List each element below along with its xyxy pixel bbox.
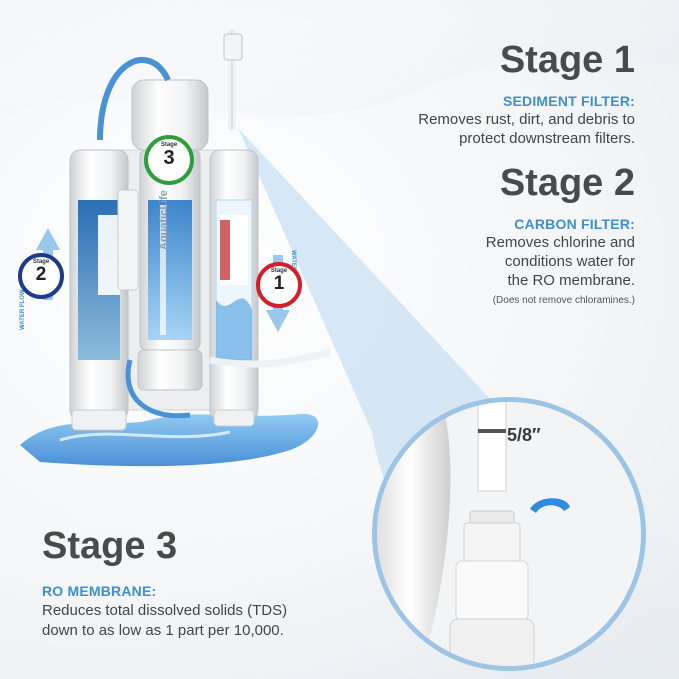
stage2-badge: Stage 2 xyxy=(18,253,64,299)
stage1-description-line2: protect downstream filters. xyxy=(459,130,635,147)
stage3-description-line1: Reduces total dissolved solids (TDS) xyxy=(42,602,288,619)
stage3-badge: Stage 3 xyxy=(144,135,194,185)
tube-size-label: 5/8″ xyxy=(507,425,541,445)
stage1-badge: Stage 1 xyxy=(256,262,302,308)
fitting-inset xyxy=(372,397,646,671)
brand-label: AquaticLife xyxy=(158,190,170,250)
stage2-description-line2: conditions water for xyxy=(504,253,635,270)
stage3-subtitle: RO MEMBRANE: xyxy=(42,583,157,599)
stage3-description-line2: down to as low as 1 part per 10,000. xyxy=(42,622,284,639)
stage2-subtitle: CARBON FILTER: xyxy=(514,216,635,232)
stage2-title: Stage 2 xyxy=(499,162,635,204)
stage1-subtitle: SEDIMENT FILTER: xyxy=(502,93,635,109)
stage3-badge-number: 3 xyxy=(163,147,175,169)
stage2-note: (Does not remove chloramines.) xyxy=(492,295,635,306)
stage2-description-line1: Removes chlorine and xyxy=(485,234,635,251)
stage2-badge-number: 2 xyxy=(35,264,47,285)
water-flow-label-left: WATER FLOW xyxy=(20,289,26,330)
stage1-badge-number: 1 xyxy=(273,273,285,294)
stage1-title: Stage 1 xyxy=(499,39,635,81)
stage2-description-line3: the RO membrane. xyxy=(507,272,635,289)
stage3-title: Stage 3 xyxy=(42,525,178,567)
stage1-description-line1: Removes rust, dirt, and debris to xyxy=(418,111,635,128)
